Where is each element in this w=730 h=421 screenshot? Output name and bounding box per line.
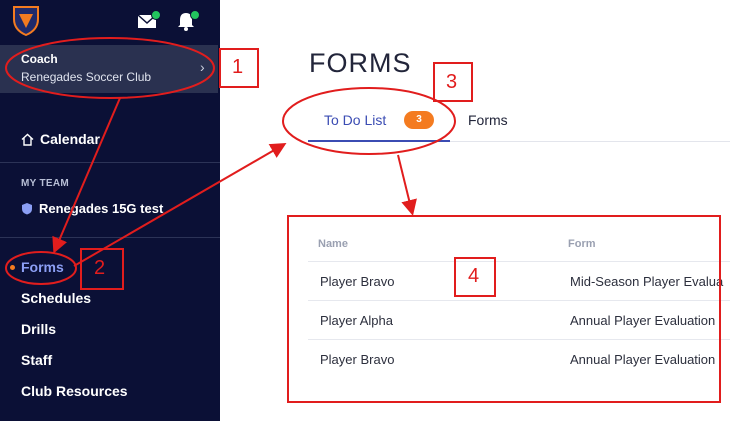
row-divider [308, 261, 730, 262]
callout-label: 2 [94, 257, 106, 279]
nav-drills[interactable]: Drills [21, 321, 57, 337]
nav-staff[interactable]: Staff [21, 352, 53, 368]
column-header-form[interactable]: Form [568, 238, 596, 250]
table-row-name[interactable]: Player Bravo [320, 274, 395, 289]
home-icon [21, 133, 34, 146]
table-row-form[interactable]: Annual Player Evaluation [570, 352, 716, 367]
shield-icon [22, 203, 32, 215]
nav-calendar[interactable]: Calendar [21, 131, 100, 147]
table-row-name[interactable]: Player Alpha [320, 313, 393, 328]
team-item[interactable]: Renegades 15G test [21, 201, 163, 216]
team-name: Renegades 15G test [39, 201, 164, 216]
mail-notify-dot [151, 10, 161, 20]
nav-schedules[interactable]: Schedules [21, 290, 92, 306]
table-row-name[interactable]: Player Bravo [320, 352, 395, 367]
nav-calendar-label: Calendar [40, 131, 100, 147]
user-club: Renegades Soccer Club [21, 70, 152, 84]
row-divider [308, 300, 730, 301]
table-row-form[interactable]: Annual Player Evaluation [570, 313, 716, 328]
table-row-form[interactable]: Mid-Season Player Evalua [570, 274, 724, 289]
bell-notify-dot [190, 10, 200, 20]
callout-label: 3 [446, 71, 458, 93]
nav-club-resources[interactable]: Club Resources [21, 383, 128, 399]
divider [0, 237, 220, 238]
active-indicator [10, 265, 15, 270]
club-logo-icon[interactable] [11, 4, 41, 36]
tab-divider [308, 141, 730, 142]
team-header: MY TEAM [21, 178, 70, 189]
callout-label: 1 [232, 56, 244, 78]
chevron-right-icon[interactable]: › [200, 59, 205, 75]
column-header-name[interactable]: Name [318, 238, 348, 250]
tab-forms[interactable]: Forms [468, 112, 508, 128]
page-title: FORMS [309, 48, 412, 78]
sidebar: Coach Renegades Soccer Club › Calendar M… [0, 0, 220, 421]
tab-to-do-list[interactable]: To Do List [324, 112, 387, 128]
active-tab-underline [308, 140, 450, 142]
callout-label: 4 [468, 265, 480, 287]
nav-forms[interactable]: Forms [21, 259, 64, 275]
user-role: Coach [21, 52, 58, 66]
row-divider [308, 339, 730, 340]
divider [0, 162, 220, 163]
todo-count-badge: 3 [404, 111, 434, 129]
